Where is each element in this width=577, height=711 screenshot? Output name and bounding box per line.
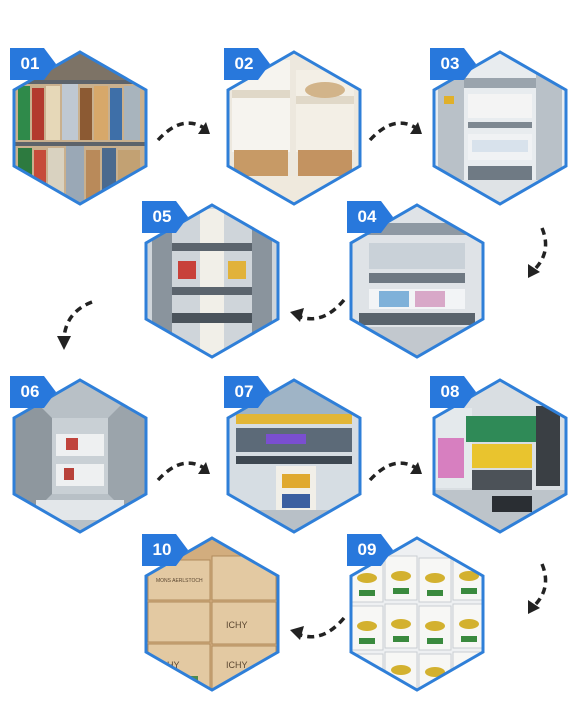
- process-step-05: 05: [142, 201, 280, 359]
- process-step-10: MONS AERLSTOCH ICHY ICHY ICHY 10: [142, 534, 280, 692]
- film-roll-icon: [226, 50, 362, 206]
- warehouse-shelf-icon: [12, 50, 148, 206]
- carton-label-text: MONS AERLSTOCH: [156, 578, 203, 584]
- process-step-04: 04: [347, 201, 485, 359]
- step-badge: 09: [347, 534, 393, 566]
- bag-machine-icon: [432, 378, 568, 534]
- step-badge: 01: [10, 48, 56, 80]
- carton-stack-icon: MONS AERLSTOCH ICHY ICHY ICHY: [144, 536, 280, 692]
- step-badge: 02: [224, 48, 270, 80]
- step-number: 01: [20, 54, 40, 73]
- process-step-03: 03: [430, 48, 568, 206]
- step-badge: 07: [224, 376, 270, 408]
- step-number: 06: [20, 382, 40, 401]
- step-number: 03: [440, 54, 460, 73]
- arrow-04-to-05: [290, 298, 346, 322]
- step-number: 04: [357, 207, 377, 226]
- process-step-01: 01: [10, 48, 148, 206]
- step-number: 02: [234, 54, 254, 73]
- process-step-02: 02: [224, 48, 362, 206]
- process-step-08: 08: [430, 376, 568, 534]
- arrow-03-to-04: [528, 227, 548, 278]
- arrow-02-to-03: [368, 121, 422, 142]
- arrow-07-to-08: [368, 461, 422, 482]
- arrow-06-to-07: [156, 461, 210, 482]
- step-badge: 10: [142, 534, 188, 566]
- step-number: 10: [152, 540, 172, 559]
- arrow-01-to-02: [156, 121, 210, 142]
- slitting-machine-icon: [226, 378, 362, 534]
- step-badge: 08: [430, 376, 476, 408]
- step-number: 05: [152, 207, 172, 226]
- step-number: 09: [357, 540, 377, 559]
- step-badge: 04: [347, 201, 393, 233]
- step-badge: 06: [10, 376, 56, 408]
- arrow-05-to-06: [57, 300, 93, 350]
- carton-brand-text: ICHY: [226, 660, 248, 670]
- step-badge: 03: [430, 48, 476, 80]
- arrow-09-to-10: [290, 616, 346, 640]
- process-step-06: 06: [10, 376, 148, 534]
- step-number: 08: [440, 382, 460, 401]
- carton-brand-text: ICHY: [226, 620, 248, 630]
- process-step-07: 07: [224, 376, 362, 534]
- step-number: 07: [234, 382, 254, 401]
- process-step-09: 09: [347, 534, 485, 692]
- step-badge: 05: [142, 201, 188, 233]
- arrow-08-to-09: [528, 563, 548, 614]
